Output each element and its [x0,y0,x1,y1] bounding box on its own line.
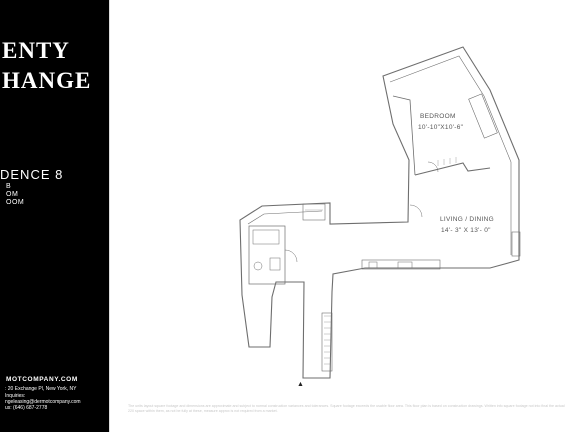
bathroom [248,225,286,285]
website-link[interactable]: MOTCOMPANY.COM [6,376,78,383]
inquiries-label: Inquiries: [5,393,26,399]
kitchen-counter [361,259,441,270]
panel-divider [109,0,110,432]
address-text: : 20 Exchange Pl, New York, NY [5,386,77,392]
plan-outline [239,46,520,379]
brand-line-2: HANGE [2,68,92,93]
residence-detail-2: OM [6,191,19,198]
sidebar: ENTY HANGE DENCE 8 B OM OOM MOTCOMPANY.C… [0,0,109,432]
floor-plan: BEDROOM 10'-10"X10'-6" LIVING / DINING 1… [239,46,521,388]
residence-detail-1: B [6,183,12,190]
closet [302,203,326,221]
window [468,93,498,139]
phone-text: us: (646) 687-2778 [5,405,48,411]
bedroom-label: BEDROOM [420,113,456,120]
email-link[interactable]: ngeleasing@dermotcompany.com [5,399,81,405]
brand-line-1: ENTY [2,38,70,63]
residence-detail-3: OOM [6,199,25,206]
living-dining-label: LIVING / DINING [440,216,494,223]
north-arrow-icon: ▲ [297,381,304,388]
bedroom-wall [414,162,491,176]
bedroom-dims: 10'-10"X10'-6" [418,124,464,131]
living-dining-dims: 14'- 3" X 13'- 0" [441,227,491,234]
residence-title: DENCE 8 [0,167,64,182]
disclaimer-text: The units layout square footage and dime… [128,404,565,413]
